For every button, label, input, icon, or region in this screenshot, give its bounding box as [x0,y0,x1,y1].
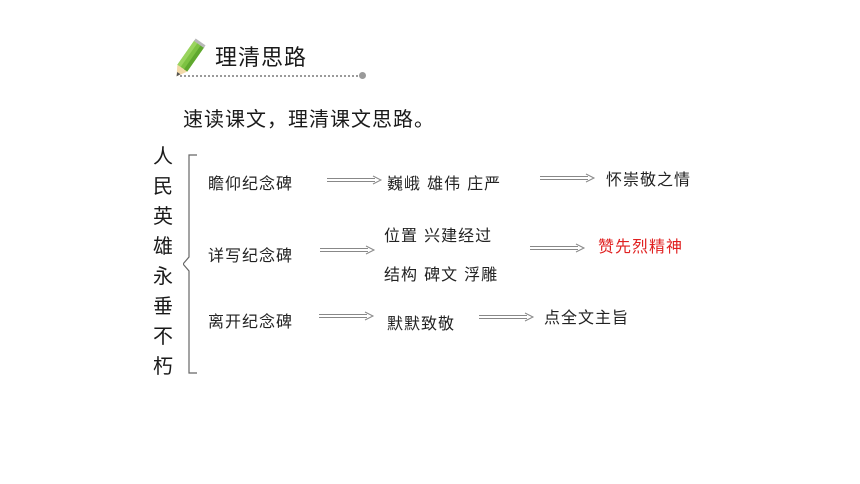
vertical-title-char: 人 [153,144,173,168]
part-2-meaning-highlight: 赞先烈精神 [598,237,684,256]
pencil-icon [176,38,206,77]
part-3-label: 离开纪念碑 [208,312,294,331]
instruction-text: 速读课文，理清课文思路。 [183,107,435,131]
arrow-right-icon [479,312,535,322]
vertical-title-char: 朽 [153,354,173,378]
part-1-meaning: 怀崇敬之情 [606,170,692,189]
part-2-content-b: 结构 碑文 浮雕 [384,265,499,284]
title-underline [180,75,362,77]
part-3-meaning: 点全文主旨 [544,308,630,327]
vertical-title: 人 民 英 雄 永 垂 不 朽 [150,141,176,381]
title-underline-dot [359,72,366,79]
part-2-label: 详写纪念碑 [208,246,294,265]
part-1-label: 瞻仰纪念碑 [208,174,294,193]
arrow-right-icon [327,175,383,185]
arrow-right-icon [540,173,596,183]
vertical-title-char: 英 [153,204,173,228]
arrow-right-icon [530,243,586,253]
brace-icon [183,154,197,374]
vertical-title-char: 垂 [153,294,173,318]
arrow-right-icon [319,311,375,321]
part-3-content: 默默致敬 [387,314,456,333]
part-2-content-a: 位置 兴建经过 [384,226,493,245]
vertical-title-char: 雄 [153,234,173,258]
vertical-title-char: 永 [153,264,173,288]
part-1-content: 巍峨 雄伟 庄严 [387,174,502,193]
vertical-title-char: 不 [153,324,173,348]
section-title: 理清思路 [215,46,308,71]
vertical-title-char: 民 [153,174,173,198]
arrow-right-icon [320,245,376,255]
